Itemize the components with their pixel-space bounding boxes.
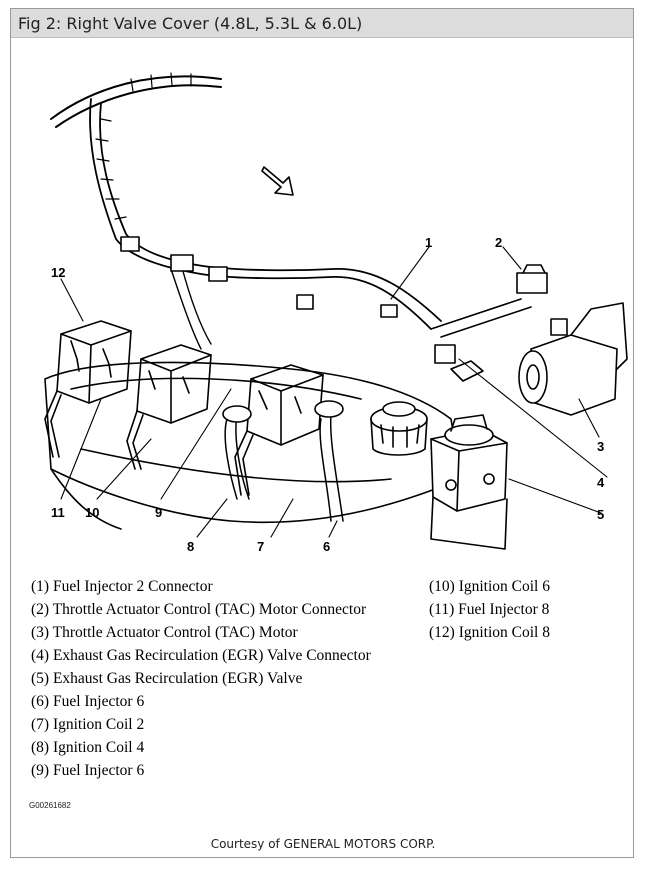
ignition-coil-12 — [44, 320, 132, 458]
legend-item-3: (3) Throttle Actuator Control (TAC) Moto… — [31, 624, 298, 641]
callout-12: 12 — [51, 265, 65, 280]
legend-right: (10) Ignition Coil 6 (11) Fuel Injector … — [429, 575, 550, 644]
tac-connector — [516, 272, 548, 294]
wiring-harness — [50, 75, 222, 128]
figure-code: G00261682 — [29, 801, 71, 810]
legend-left: (1) Fuel Injector 2 Connector (2) Thrott… — [31, 575, 371, 782]
callout-5: 5 — [597, 507, 604, 522]
legend-item-9: (9) Fuel Injector 6 — [31, 762, 145, 779]
figure-frame: Fig 2: Right Valve Cover (4.8L, 5.3L & 6… — [10, 8, 634, 858]
callout-8: 8 — [187, 539, 194, 554]
legend-item-10: (10) Ignition Coil 6 — [429, 578, 550, 595]
callout-6: 6 — [323, 539, 330, 554]
callout-2: 2 — [495, 235, 502, 250]
legend-item-1: (1) Fuel Injector 2 Connector — [31, 578, 213, 595]
legend-item-8: (8) Ignition Coil 4 — [31, 739, 145, 756]
callout-11: 11 — [51, 505, 65, 520]
ignition-coil-7 — [234, 364, 324, 496]
legend-item-4: (4) Exhaust Gas Recirculation (EGR) Valv… — [31, 647, 371, 664]
callout-10: 10 — [85, 505, 99, 520]
courtesy-line: Courtesy of GENERAL MOTORS CORP. — [210, 837, 436, 851]
ignition-coil-10 — [126, 344, 212, 470]
legend-item-7: (7) Ignition Coil 2 — [31, 716, 145, 733]
callout-7: 7 — [257, 539, 264, 554]
callout-3: 3 — [597, 439, 604, 454]
valve-cover-diagram: 1 2 3 4 5 6 7 8 9 10 11 12 — [44, 72, 628, 554]
tac-motor — [518, 302, 628, 416]
legend-item-5: (5) Exhaust Gas Recirculation (EGR) Valv… — [31, 670, 303, 687]
oil-fill-cap — [370, 401, 428, 456]
legend-item-6: (6) Fuel Injector 6 — [31, 693, 145, 710]
callout-4: 4 — [597, 475, 605, 490]
callout-9: 9 — [155, 505, 162, 520]
egr-valve — [430, 414, 508, 550]
legend-item-11: (11) Fuel Injector 8 — [429, 601, 550, 618]
figure-title: Fig 2: Right Valve Cover (4.8L, 5.3L & 6… — [18, 14, 363, 33]
direction-arrow-icon — [261, 166, 294, 196]
callout-1: 1 — [425, 235, 432, 250]
legend-item-2: (2) Throttle Actuator Control (TAC) Moto… — [31, 601, 367, 618]
egr-connector — [450, 360, 484, 382]
fuel-injector-8 — [224, 414, 250, 500]
legend-item-12: (12) Ignition Coil 8 — [429, 624, 550, 641]
title-bar: Fig 2: Right Valve Cover (4.8L, 5.3L & 6… — [11, 9, 633, 38]
